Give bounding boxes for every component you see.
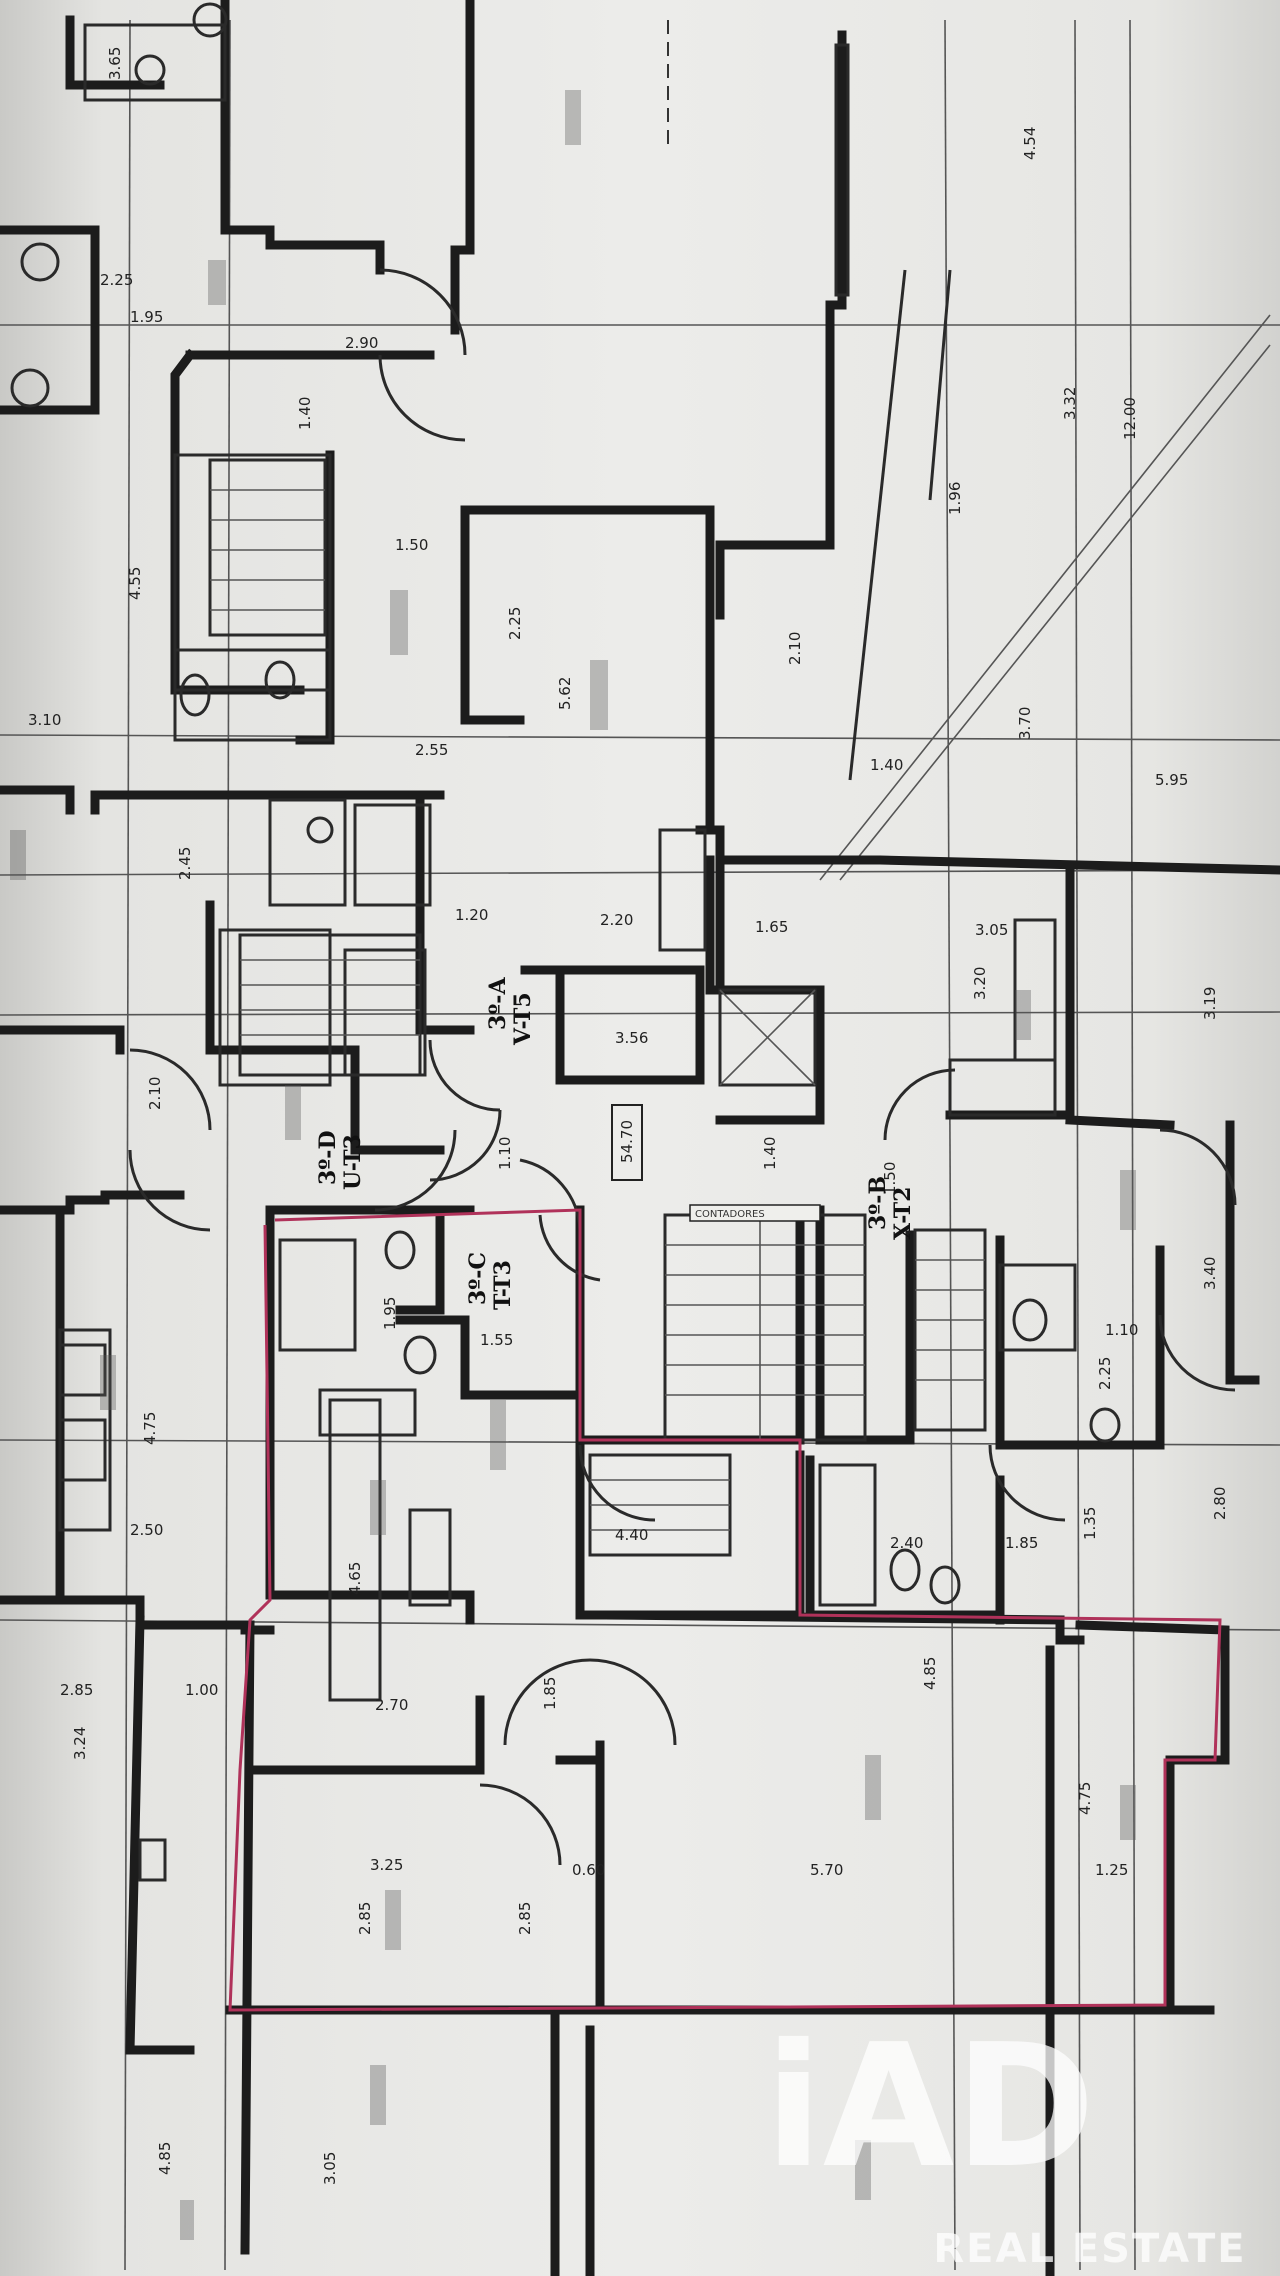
dimension-label: 5.95: [1155, 771, 1188, 789]
dimension-label: 2.25: [1096, 1357, 1114, 1390]
unit-label-a-line1: 3º-A: [485, 977, 511, 1030]
dimension-label: 1.40: [761, 1137, 779, 1170]
fixtures: [10, 2, 1121, 1882]
dimension-labels: 3.65 2.25 1.95 2.90 1.40 1.50 4.55 3.10 …: [28, 47, 1229, 2185]
dimension-label: 3.24: [71, 1727, 89, 1760]
dimension-label: 1.50: [881, 1162, 899, 1195]
watermark: iAD REAL ESTATE: [765, 2008, 1246, 2272]
unit-label-d-line1: 3º-D: [315, 1130, 341, 1185]
dimension-label: 1.65: [755, 918, 788, 936]
dimension-label: 2.50: [130, 1521, 163, 1539]
dimension-label: 4.40: [615, 1526, 648, 1544]
area-box-label: 54.70: [618, 1120, 636, 1163]
dimension-label: 2.85: [516, 1902, 534, 1935]
dimension-label: 3.05: [321, 2152, 339, 2185]
dimension-label: 1.96: [946, 482, 964, 515]
dimension-label: 3.19: [1201, 987, 1219, 1020]
dimension-label: 4.55: [126, 567, 144, 600]
dimension-label: 3.32: [1061, 387, 1079, 420]
dimension-label: 2.85: [60, 1681, 93, 1699]
dimension-label: 3.56: [615, 1029, 648, 1047]
dimension-label: 1.50: [395, 536, 428, 554]
dimension-label: 3.40: [1201, 1257, 1219, 1290]
dimension-label: 1.20: [455, 906, 488, 924]
unit-labels: 3º-A V-T5 3º-B X-T2 3º-C T-T3 3º-D U-T3 …: [315, 977, 916, 1310]
dimension-label: 2.55: [415, 741, 448, 759]
unit-label-b-line1: 3º-B: [865, 1176, 891, 1230]
dimension-label: 2.45: [176, 847, 194, 880]
dimension-label: 2.20: [600, 911, 633, 929]
dimension-label: 3.65: [106, 47, 124, 80]
dimension-label: 1.35: [1081, 1507, 1099, 1540]
dimension-label: 2.25: [100, 271, 133, 289]
unit-label-c-line1: 3º-C: [465, 1252, 491, 1305]
dimension-label: 5.70: [810, 1861, 843, 1879]
stove: [658, 828, 707, 952]
unit-label-a-line2: V-T5: [510, 992, 536, 1046]
dimension-label: 2.25: [506, 607, 524, 640]
dimension-label: 1.10: [496, 1137, 514, 1170]
dimension-label: 1.55: [480, 1331, 513, 1349]
dimension-label: 3.05: [975, 921, 1008, 939]
dimension-label: 3.20: [971, 967, 989, 1000]
dimension-label: 2.70: [375, 1696, 408, 1714]
area-box: [611, 1104, 643, 1181]
dimension-label: 4.54: [1021, 127, 1039, 160]
dimension-label: 4.65: [346, 1562, 364, 1595]
red-markup: [228, 1208, 1222, 2012]
dimension-label: 4.85: [156, 2142, 174, 2175]
dimension-label: 1.95: [381, 1297, 399, 1330]
unit-label-c-line2: T-T3: [490, 1260, 516, 1310]
dimension-label: 12.00: [1121, 397, 1139, 440]
dimension-label: 1.25: [1095, 1861, 1128, 1879]
stair-label: CONTADORES: [695, 1209, 765, 1220]
dimension-label: 3.10: [28, 711, 61, 729]
bath-fixture: [83, 23, 227, 102]
dimension-label: 5.62: [556, 677, 574, 710]
dimension-label: 4.75: [141, 1412, 159, 1445]
watermark-logo: iAD: [765, 2008, 1096, 2206]
unit-label-b-line2: X-T2: [890, 1187, 916, 1240]
dimension-label: 1.95: [130, 308, 163, 326]
dimension-label: 0.60: [572, 1861, 605, 1879]
dimension-label: 4.85: [921, 1657, 939, 1690]
dimension-label: 2.90: [345, 334, 378, 352]
room-annotations: [10, 90, 1136, 2240]
dimension-label: 2.10: [146, 1077, 164, 1110]
dimension-label: 3.70: [1016, 707, 1034, 740]
stairs: [208, 43, 987, 1557]
dimension-label: 1.40: [870, 756, 903, 774]
dimension-label: 2.80: [1211, 1487, 1229, 1520]
door-swings: [128, 268, 1237, 1866]
dimension-label: 2.85: [356, 1902, 374, 1935]
dimension-label: 3.25: [370, 1856, 403, 1874]
watermark-caption: REAL ESTATE: [933, 2226, 1246, 2272]
elevator-shaft: [718, 988, 817, 1087]
dimension-label: 1.10: [1105, 1321, 1138, 1339]
dimension-label: 1.40: [296, 397, 314, 430]
unit-label-d-line2: U-T3: [340, 1134, 366, 1190]
dimension-label: 4.75: [1076, 1782, 1094, 1815]
dimension-label: 1.85: [1005, 1534, 1038, 1552]
dimension-label: 2.40: [890, 1534, 923, 1552]
dimension-label: 1.85: [541, 1677, 559, 1710]
dimension-label: 1.00: [185, 1681, 218, 1699]
dimension-label: 2.10: [786, 632, 804, 665]
